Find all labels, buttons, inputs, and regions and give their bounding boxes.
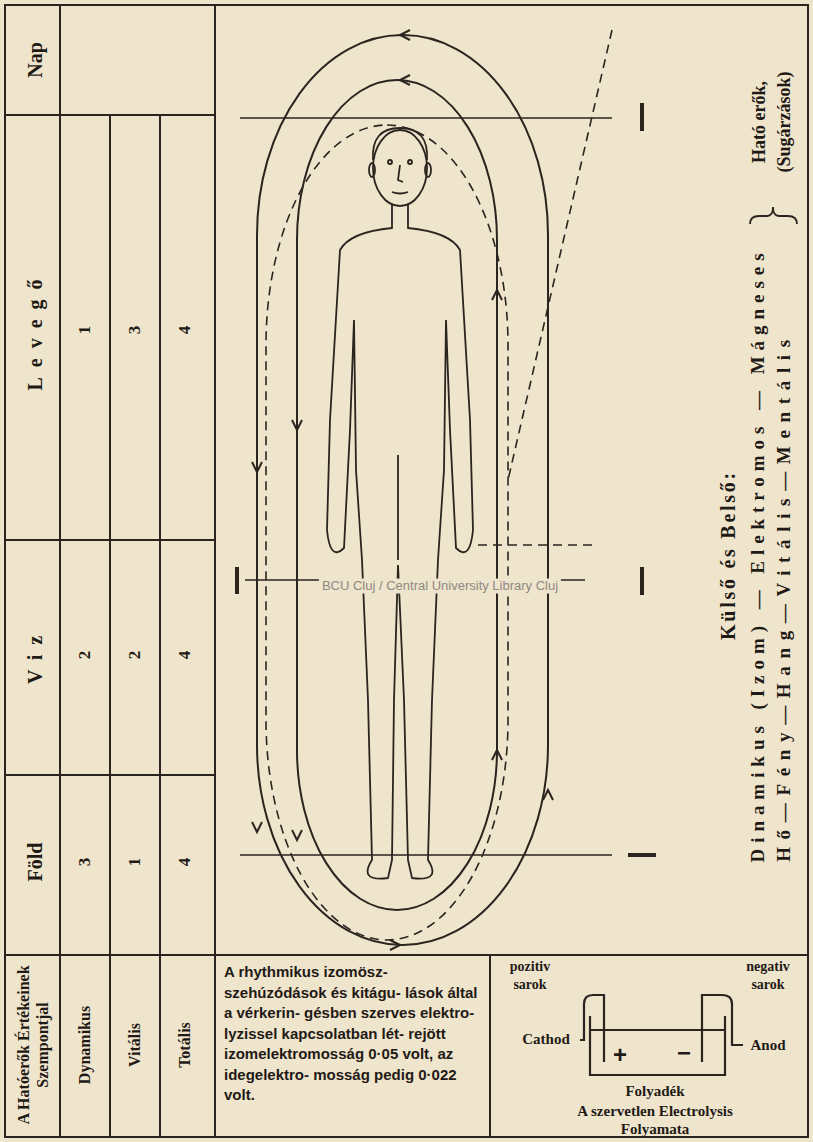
force-heading: Külső és Belső: <box>717 470 740 640</box>
explanation-text: A rhythmikus izomösz- szehúzódások és ki… <box>224 962 484 1106</box>
row-heading: Viz <box>24 626 47 684</box>
arrowhead <box>252 822 262 832</box>
current-loop <box>257 35 548 945</box>
force-list: Hő—Fény—Hang—Vitális—Mentális <box>773 332 795 862</box>
table-rule <box>489 955 491 1137</box>
level-tick <box>640 567 644 595</box>
dashed-loop <box>508 30 612 480</box>
row-heading: Nap <box>24 42 47 78</box>
electrolysis-cell <box>702 995 743 1062</box>
human-figure <box>388 160 392 164</box>
electrode-label: Anod <box>750 1037 785 1054</box>
table-rule <box>5 774 215 776</box>
level-line <box>240 118 612 855</box>
human-figure <box>373 128 427 160</box>
human-figure <box>373 130 427 206</box>
level-tick <box>628 853 656 857</box>
electrolysis-cell <box>590 1016 725 1075</box>
arrowhead <box>492 750 502 760</box>
dashed-loop <box>266 30 612 940</box>
liquid-label: Folyadék <box>625 1083 684 1100</box>
electrode-label: Cathod <box>522 1031 570 1048</box>
electrolysis-cell <box>580 995 604 1062</box>
arrowhead <box>390 940 400 950</box>
table-cell: 4 <box>175 858 195 867</box>
table-rule <box>5 114 215 116</box>
human-figure <box>398 165 403 182</box>
arrowhead <box>400 75 410 85</box>
table-rule <box>214 5 216 1137</box>
arrowhead <box>492 290 502 300</box>
current-loop <box>257 35 548 945</box>
table-cell: 1 <box>75 326 95 335</box>
arrowhead <box>400 30 410 40</box>
arrowhead <box>252 462 262 472</box>
dashed-loop <box>478 544 592 546</box>
caption-text: A szervetlen Electrolysis Folyamata <box>553 1102 758 1138</box>
table-rule <box>5 5 808 1137</box>
arrowhead <box>292 830 302 840</box>
row-heading: Föld <box>24 843 47 882</box>
electrolysis-cell <box>590 1029 725 1031</box>
force-list: Dinamikus (Izom) — Elektromos — Mágneses <box>747 247 769 862</box>
table-cell: 2 <box>125 651 145 660</box>
column-heading: Totális <box>176 1022 194 1068</box>
current-loop <box>297 80 497 910</box>
table-rule <box>5 539 215 541</box>
table-cell: 3 <box>75 858 95 867</box>
column-heading: Dynamikus <box>76 1006 94 1084</box>
dashed-loop <box>266 125 508 940</box>
arrowhead <box>543 790 553 800</box>
pole-label: negativ sarok <box>737 958 799 994</box>
table-rule <box>5 5 808 1137</box>
table-cell: 3 <box>125 326 145 335</box>
electrolysis-cell <box>580 995 743 1075</box>
level-tick <box>640 103 644 131</box>
charge-sign: + <box>613 1041 627 1069</box>
human-figure <box>425 163 431 177</box>
table-rule <box>5 954 808 956</box>
table-rule <box>159 115 161 1137</box>
table-cell: 1 <box>125 858 145 867</box>
human-figure <box>397 455 399 560</box>
level-tick <box>237 103 656 855</box>
charge-sign: − <box>677 1039 691 1067</box>
pole-label: pozitiv sarok <box>499 958 561 994</box>
watermark: BCU Cluj / Central University Library Cl… <box>319 579 561 594</box>
human-figure <box>392 192 408 194</box>
column-heading: Vitális <box>126 1023 144 1067</box>
table-cell: 4 <box>175 651 195 660</box>
table-heading: A Hatóerők Értékeinek Szempontjal <box>14 960 52 1130</box>
arrowhead <box>252 30 553 950</box>
level-line <box>240 854 612 856</box>
table-rule <box>59 5 61 1137</box>
table-cell: 2 <box>75 651 95 660</box>
table-rule <box>109 115 111 1137</box>
human-figure <box>408 160 412 164</box>
ray-brace <box>750 207 797 224</box>
row-heading: Levegő <box>24 269 47 390</box>
level-tick <box>235 567 239 594</box>
ray-brace <box>750 207 797 224</box>
force-note: Ható erők, (Sugárzások) <box>747 37 797 207</box>
human-figure <box>369 163 375 177</box>
table-cell: 4 <box>175 326 195 335</box>
human-figure <box>327 204 473 879</box>
arrowhead <box>292 420 302 430</box>
human-figure <box>327 128 473 879</box>
level-line <box>240 117 612 119</box>
